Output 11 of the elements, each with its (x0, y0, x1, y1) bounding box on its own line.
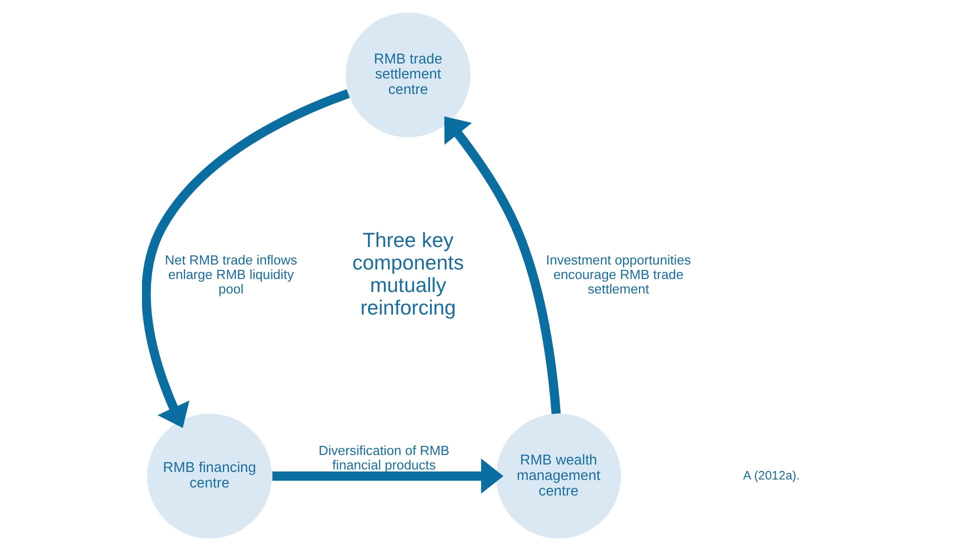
edge-label: Investment opportunities encourage RMB trade settlement (546, 252, 690, 296)
arrow (444, 116, 560, 414)
node-circle: RMB trade settlement centre (345, 12, 470, 138)
arrow (142, 89, 350, 428)
node-circle: RMB financing centre (146, 414, 272, 539)
arrow (272, 458, 503, 494)
edge-label: Net RMB trade inflows enlarge RMB liquidity pool (164, 252, 297, 296)
node-circle: RMB wealth management centre (496, 414, 620, 539)
label: Three key components mutually reinforcing (352, 228, 464, 320)
label: A (2012a). (742, 468, 800, 482)
edge-label: Diversification of RMB financial products (318, 443, 449, 472)
